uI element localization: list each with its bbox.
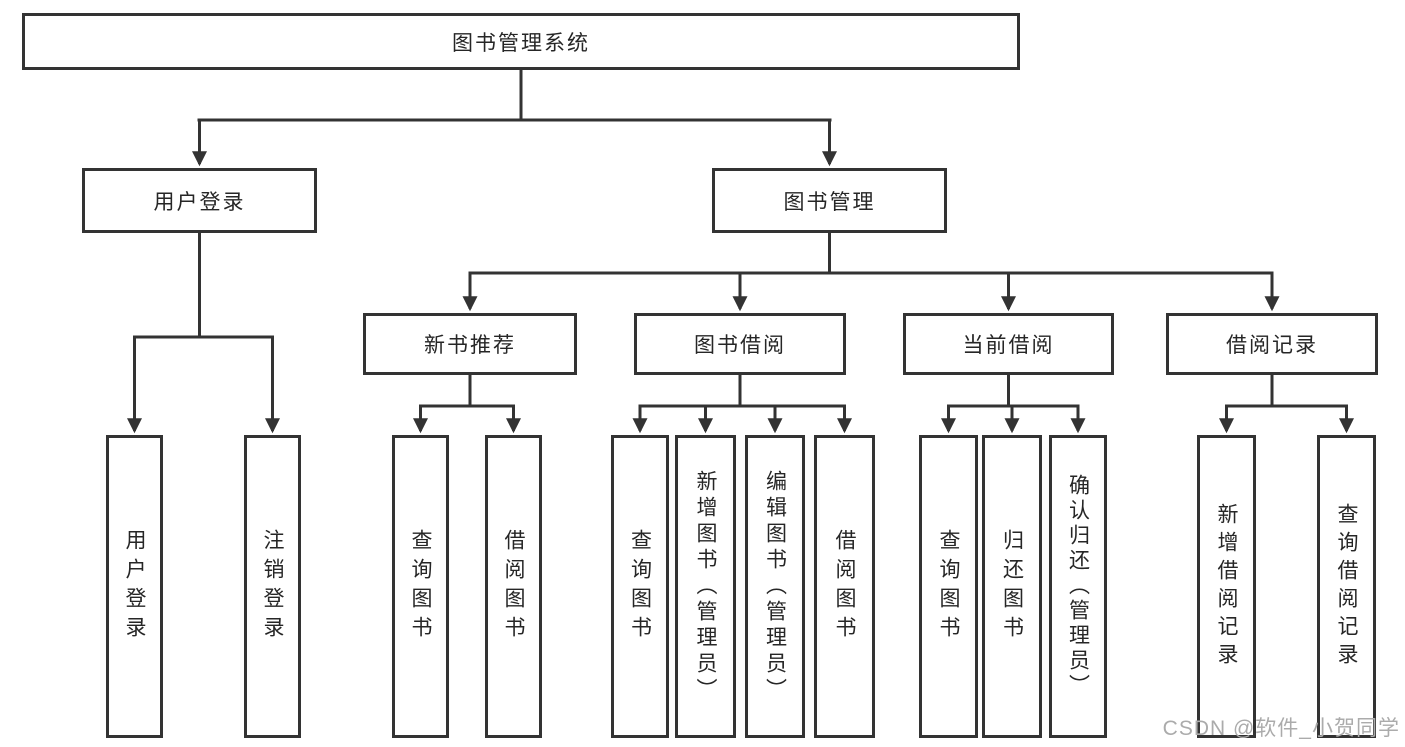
node-leaf-logout: 注销登录: [244, 435, 301, 738]
node-leaf-query-borrow-record: 查询借阅记录: [1317, 435, 1376, 738]
node-current-borrow: 当前借阅: [903, 313, 1114, 375]
connector-current-shaft: [947, 375, 1080, 408]
node-book-management: 图书管理: [712, 168, 947, 233]
connector-root-shaft: [197, 70, 832, 122]
node-leaf-confirm-return-admin: 确认归还（管理员）: [1049, 435, 1107, 738]
connector-manage-shaft: [468, 233, 1274, 275]
csdn-watermark: CSDN @软件_小贺同学: [1162, 717, 1400, 740]
node-leaf-borrow-book-1: 借阅图书: [485, 435, 542, 738]
node-leaf-query-book-1: 查询图书: [392, 435, 449, 738]
node-leaf-return-book: 归还图书: [982, 435, 1042, 738]
node-leaf-add-book-admin: 新增图书（管理员）: [675, 435, 736, 738]
node-leaf-query-book-3: 查询图书: [919, 435, 978, 738]
connector-record-shaft: [1225, 375, 1348, 408]
node-leaf-edit-book-admin: 编辑图书（管理员）: [745, 435, 805, 738]
connector-login-shaft: [133, 233, 274, 339]
connector-borrow-shaft: [638, 375, 846, 408]
node-leaf-borrow-book-2: 借阅图书: [814, 435, 875, 738]
node-leaf-query-book-2: 查询图书: [611, 435, 669, 738]
node-user-login-group: 用户登录: [82, 168, 317, 233]
node-leaf-add-borrow-record: 新增借阅记录: [1197, 435, 1256, 738]
node-borrow-record: 借阅记录: [1166, 313, 1378, 375]
node-book-borrow: 图书借阅: [634, 313, 846, 375]
node-new-book-recommend: 新书推荐: [363, 313, 577, 375]
node-library-system: 图书管理系统: [22, 13, 1020, 70]
connector-recommend-shaft: [419, 375, 515, 408]
node-leaf-user-login: 用户登录: [106, 435, 163, 738]
